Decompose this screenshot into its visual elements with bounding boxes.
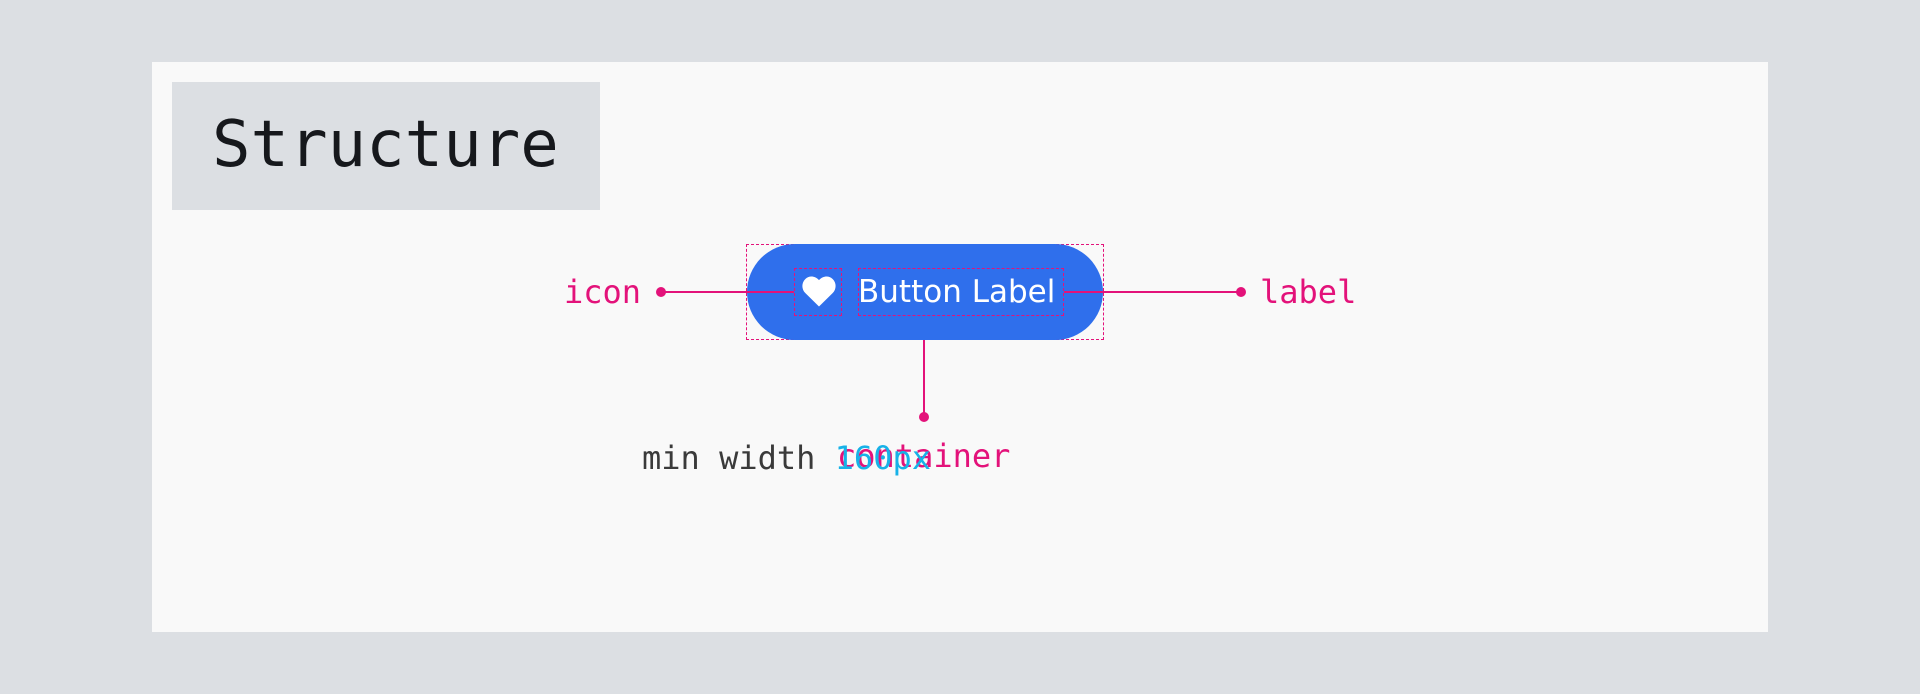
button-label: Button Label [858, 274, 1056, 310]
icon-outline [794, 268, 842, 316]
annotation-container-text: container [837, 437, 1011, 475]
label-outline [858, 268, 1064, 316]
title-box: Structure [172, 82, 600, 210]
annotation-container-line [923, 340, 925, 416]
annotation-icon-label: icon [564, 273, 642, 311]
annotation-label-dot [1236, 287, 1246, 297]
annotation-icon-line [661, 291, 794, 293]
structure-card: Structure Button Label icon label contai… [152, 62, 1768, 632]
annotation-container-dot [919, 412, 929, 422]
min-width-value: 160px [834, 439, 931, 477]
page-title: Structure [212, 108, 559, 182]
annotation-label-text: label [1260, 273, 1357, 311]
min-width-note: min width 160px [642, 438, 931, 478]
min-width-text: min width [642, 439, 816, 477]
annotation-label-line-ext [1104, 291, 1238, 293]
heart-icon [802, 276, 836, 307]
